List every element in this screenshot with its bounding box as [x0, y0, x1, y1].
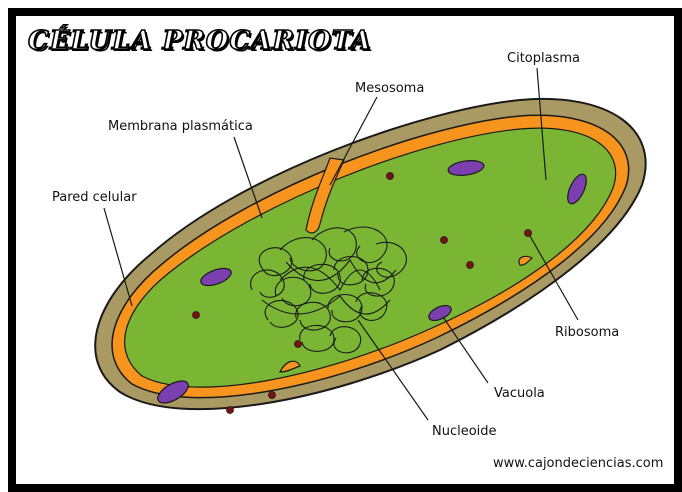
ribosome	[467, 262, 474, 269]
ribosome	[387, 173, 394, 180]
ribosome	[269, 392, 276, 399]
label-membrana-plasmatica: Membrana plasmática	[108, 119, 253, 134]
ribosome	[295, 341, 302, 348]
ribosome	[193, 312, 200, 319]
ribosome	[227, 407, 234, 414]
label-ribosoma: Ribosoma	[555, 325, 619, 340]
label-mesosoma: Mesosoma	[355, 81, 424, 96]
label-nucleoide: Nucleoide	[432, 424, 497, 439]
label-citoplasma: Citoplasma	[507, 51, 580, 66]
label-vacuola: Vacuola	[494, 386, 545, 401]
page-title: CÉLULA PROCARIOTA	[28, 26, 372, 56]
label-pared-celular: Pared celular	[52, 190, 137, 205]
credit-url: www.cajondeciencias.com	[493, 456, 663, 471]
ribosome	[441, 237, 448, 244]
ribosome	[525, 230, 532, 237]
